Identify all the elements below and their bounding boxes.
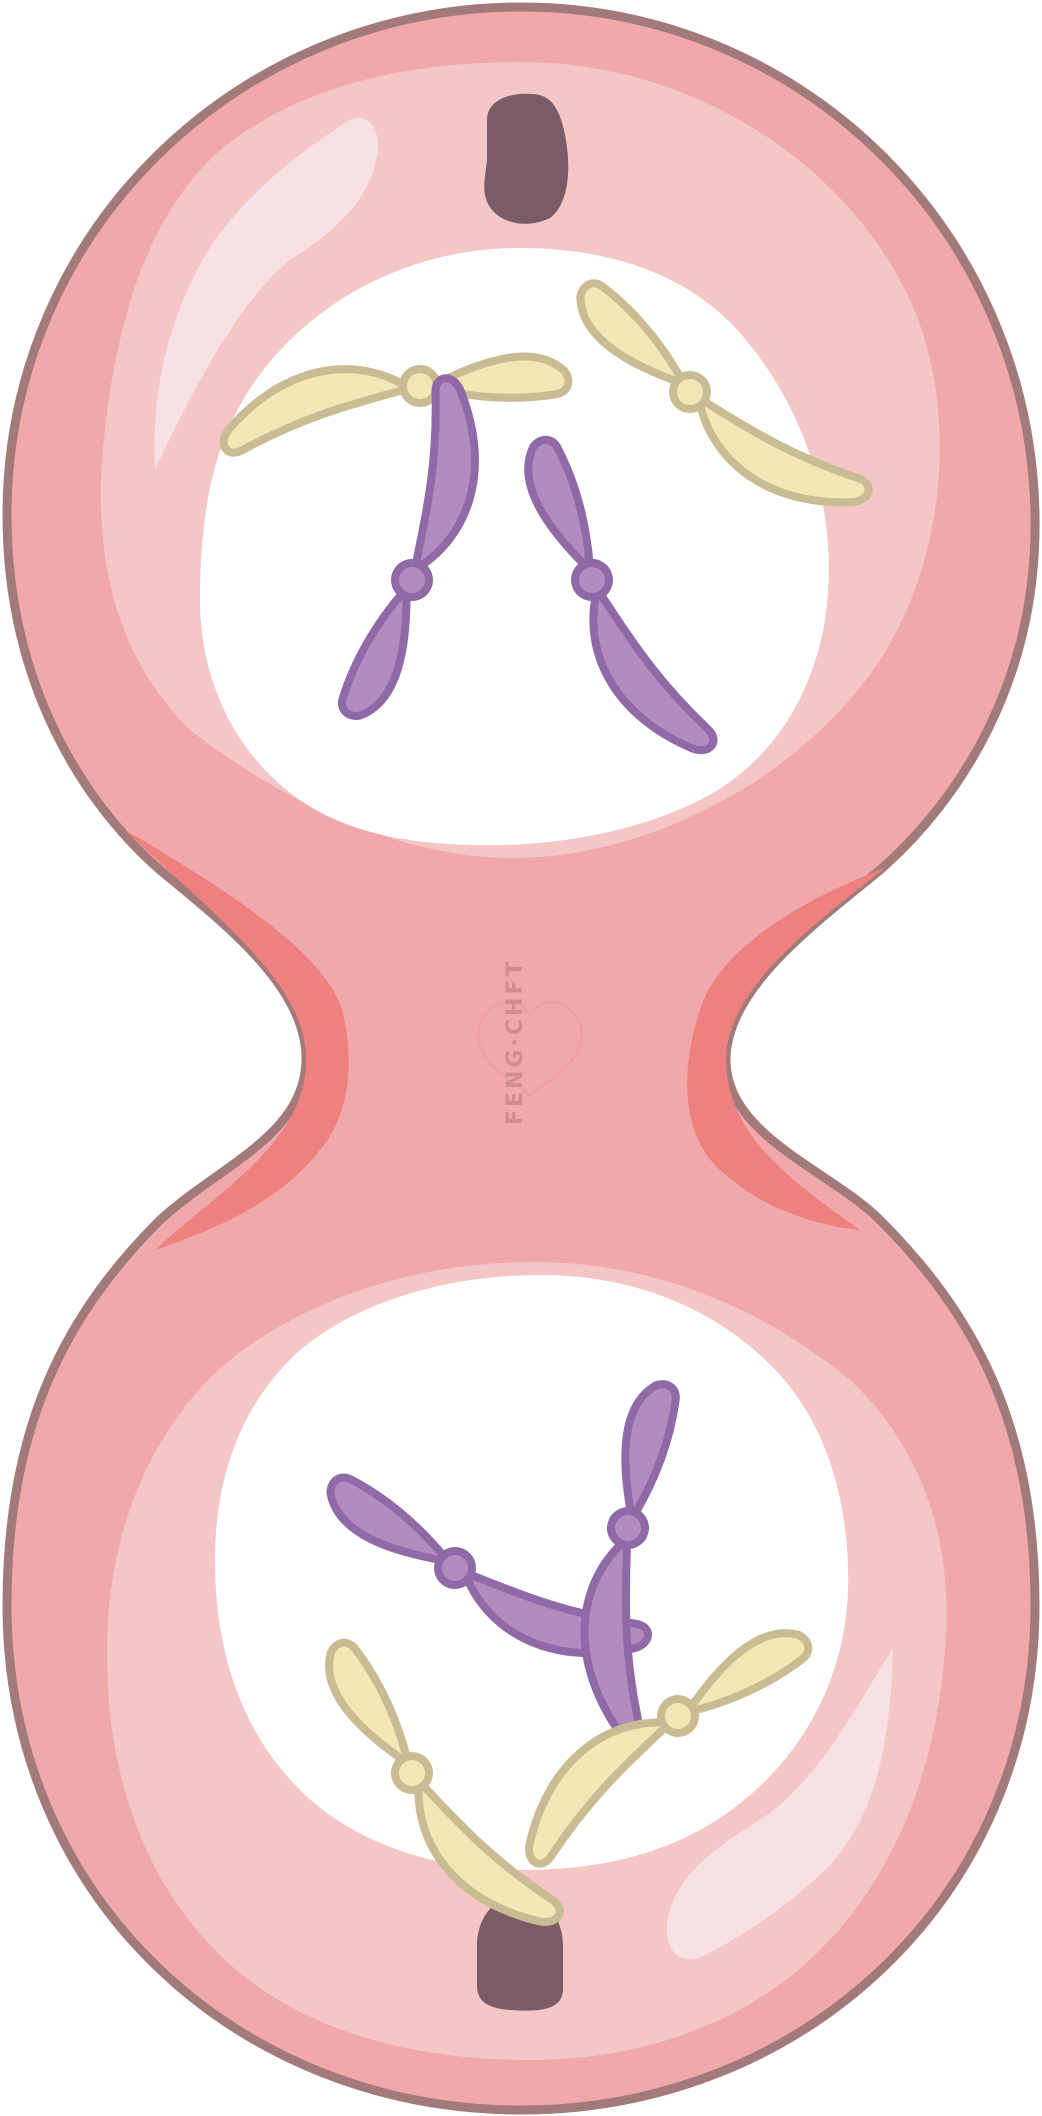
watermark-text: FENG·CHFT — [503, 959, 528, 1125]
bottom-nucleus-space — [215, 1275, 848, 1870]
top-nucleus-space — [200, 248, 829, 845]
top-centrosome — [484, 94, 568, 224]
